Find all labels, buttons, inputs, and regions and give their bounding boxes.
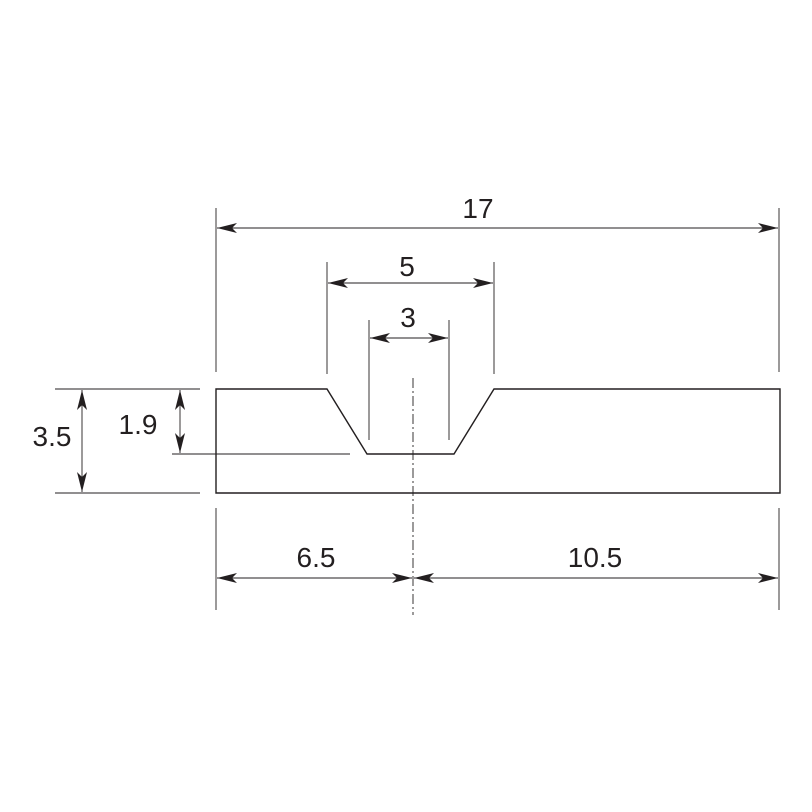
overall-width-label: 17 <box>462 193 493 224</box>
dimension-remaining-height: 1.9 <box>119 390 350 455</box>
groove-bottom-width-label: 3 <box>400 302 416 333</box>
dimension-groove-bottom-width: 3 <box>368 302 450 440</box>
dimension-total-height: 3.5 <box>33 388 200 494</box>
total-height-label: 3.5 <box>33 421 72 452</box>
dimension-groove-top-width: 5 <box>326 251 495 374</box>
right-offset-label: 10.5 <box>568 542 623 573</box>
groove-top-width-label: 5 <box>399 251 415 282</box>
part-profile <box>215 388 781 494</box>
remaining-height-label: 1.9 <box>119 409 158 440</box>
dimension-overall-width: 17 <box>215 193 780 372</box>
left-offset-label: 6.5 <box>297 542 336 573</box>
dimension-bottom-offsets: 6.5 10.5 <box>215 508 780 610</box>
